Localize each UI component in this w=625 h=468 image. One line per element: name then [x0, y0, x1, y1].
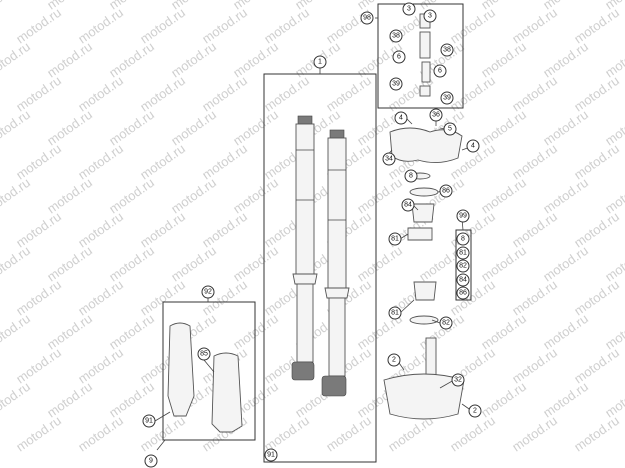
svg-text:99: 99: [459, 213, 467, 220]
svg-text:91: 91: [267, 452, 275, 459]
svg-text:98: 98: [363, 15, 371, 22]
callout-guard-screw-a: 91: [142, 414, 156, 428]
svg-text:92: 92: [204, 289, 212, 296]
svg-text:81: 81: [391, 310, 399, 317]
svg-text:91: 91: [145, 418, 153, 425]
svg-text:5: 5: [448, 126, 452, 133]
callout-top-ring-b: 6: [433, 64, 447, 78]
callout-fork-guard-screw: 85: [197, 347, 211, 361]
callout-top-clamp-b: 38: [440, 43, 454, 57]
svg-text:2: 2: [473, 408, 477, 415]
fork-leg-left: [291, 115, 318, 381]
svg-text:6: 6: [438, 68, 442, 75]
callout-cap-bolt: 36: [429, 108, 443, 122]
callout-top-bolt-b: 3: [423, 9, 437, 23]
svg-text:2: 2: [392, 357, 396, 364]
watermark-text: motod.ru: [0, 243, 33, 285]
callout-triple-clamp-top: 34: [382, 152, 396, 166]
top-set-box: [377, 3, 464, 109]
callout-kit-item-2: 81: [456, 246, 470, 260]
svg-text:81: 81: [459, 250, 467, 257]
svg-text:84: 84: [404, 202, 412, 209]
watermark-text: motod.ru: [261, 413, 312, 455]
callout-bearing-lower: 82: [439, 316, 453, 330]
svg-text:85: 85: [200, 351, 208, 358]
svg-text:39: 39: [443, 95, 451, 102]
svg-text:4: 4: [399, 115, 403, 122]
callout-dust-seal: 84: [401, 198, 415, 212]
callout-kit-item-3: 82: [456, 259, 470, 273]
svg-text:86: 86: [442, 188, 450, 195]
svg-text:38: 38: [443, 47, 451, 54]
callout-clamp-screw-left: 4: [394, 111, 408, 125]
watermark-text: motod.ru: [509, 413, 560, 455]
svg-text:86: 86: [459, 290, 467, 297]
svg-text:81: 81: [391, 236, 399, 243]
callout-kit-item-4: 84: [456, 273, 470, 287]
callout-bracket-lower: 81: [388, 306, 402, 320]
callout-top-cap-b: 39: [440, 91, 454, 105]
watermark-text: motod.ru: [0, 0, 33, 12]
svg-text:39: 39: [392, 81, 400, 88]
callout-seal-ring: 8: [404, 169, 418, 183]
watermark-text: motod.ru: [0, 311, 33, 353]
fork-guard-box: [162, 301, 256, 441]
callout-top-cap-a: 39: [389, 77, 403, 91]
kit-box: [455, 229, 472, 301]
callout-kit-item-1: 8: [456, 232, 470, 246]
callout-kit-label: 99: [456, 209, 470, 223]
svg-text:3: 3: [407, 6, 411, 13]
callout-kit-item-5: 86: [456, 286, 470, 300]
svg-text:8: 8: [461, 236, 465, 243]
callout-top-set: 98: [360, 11, 374, 25]
watermark-text: motod.ru: [0, 39, 33, 81]
svg-text:9: 9: [149, 458, 153, 465]
callout-bolt: 9: [144, 454, 158, 468]
callout-lower-clamp-bolt: 2: [468, 404, 482, 418]
svg-text:82: 82: [442, 320, 450, 327]
fork-leg-right: [321, 129, 350, 397]
svg-text:84: 84: [459, 277, 467, 284]
callout-top-clamp-a: 38: [389, 29, 403, 43]
svg-text:4: 4: [471, 143, 475, 150]
steering-stem: [383, 187, 465, 420]
callout-bearing-upper: 86: [439, 184, 453, 198]
callout-lower-clamp: 32: [451, 373, 465, 387]
callout-top-ring-a: 6: [392, 50, 406, 64]
leader-lines: [154, 17, 474, 451]
svg-text:3: 3: [428, 13, 432, 20]
callout-fork-guard-set: 92: [201, 285, 215, 299]
watermark-text: motod.ru: [0, 379, 33, 421]
callout-steering-stem-bolt: 2: [387, 353, 401, 367]
svg-text:8: 8: [409, 173, 413, 180]
callout-top-nut: 5: [443, 122, 457, 136]
watermark-text: motod.ru: [447, 413, 498, 455]
fork-guards: [167, 322, 243, 433]
svg-text:34: 34: [385, 156, 393, 163]
svg-text:36: 36: [432, 112, 440, 119]
callout-top-bolt-a: 3: [402, 2, 416, 16]
watermark-text: motod.ru: [571, 413, 622, 455]
svg-text:32: 32: [454, 377, 462, 384]
svg-text:1: 1: [318, 59, 322, 66]
callout-bracket-upper: 81: [388, 232, 402, 246]
svg-text:6: 6: [397, 54, 401, 61]
watermark-text: motod.ru: [0, 107, 33, 149]
watermark-text: motod.ru: [75, 413, 126, 455]
callout-fork-assembly: 1: [313, 55, 327, 69]
svg-text:82: 82: [459, 263, 467, 270]
callout-clamp-screw-right: 4: [466, 139, 480, 153]
watermark-text: motod.ru: [323, 413, 374, 455]
callout-guard-screw-b: 91: [264, 448, 278, 462]
svg-text:38: 38: [392, 33, 400, 40]
watermark-text: motod.ru: [0, 175, 33, 217]
watermark-text: motod.ru: [13, 413, 64, 455]
